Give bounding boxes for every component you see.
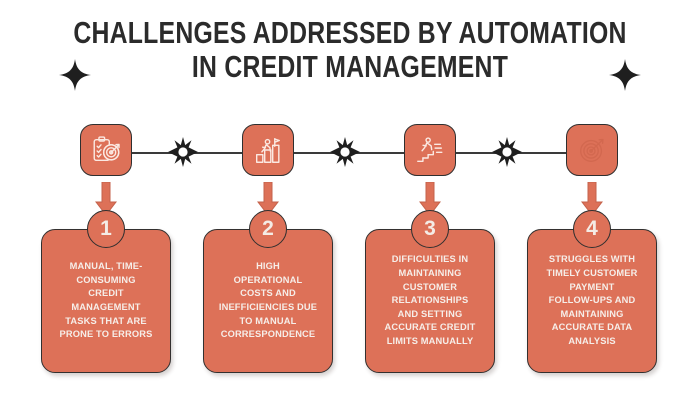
step-icon-tile-2[interactable] — [242, 124, 294, 176]
step-card-text-3: DIFFICULTIES IN MAINTAINING CUSTOMER REL… — [384, 254, 476, 346]
step-icon-tile-1[interactable] — [80, 124, 132, 176]
step-card-3[interactable]: DIFFICULTIES IN MAINTAINING CUSTOMER REL… — [365, 229, 495, 373]
step-card-text-2: HIGH OPERATIONAL COSTS AND INEFFICIENCIE… — [218, 261, 318, 340]
starburst-node-icon — [168, 137, 198, 167]
step-card-2[interactable]: HIGH OPERATIONAL COSTS AND INEFFICIENCIE… — [203, 229, 333, 373]
title-line-2: IN CREDIT MANAGEMENT — [191, 49, 509, 84]
title-line-1: CHALLENGES ADDRESSED BY AUTOMATION — [73, 15, 627, 50]
step-card-text-4: STRUGGLES WITH TIMELY CUSTOMER PAYMENT F… — [546, 254, 638, 346]
step-icon-tile-4[interactable] — [566, 124, 618, 176]
page-title: CHALLENGES ADDRESSED BY AUTOMATION IN CR… — [0, 16, 700, 84]
step-card-4[interactable]: STRUGGLES WITH TIMELY CUSTOMER PAYMENT F… — [527, 229, 657, 373]
step-number-badge-2: 2 — [249, 210, 287, 248]
down-arrow-icon — [580, 181, 604, 216]
step-number-badge-4: 4 — [573, 210, 611, 248]
step-number-badge-1: 1 — [87, 210, 125, 248]
step-icon-tile-3[interactable] — [404, 124, 456, 176]
person-climbing-stairs-icon — [414, 134, 446, 166]
down-arrow-icon — [418, 181, 442, 216]
clipboard-target-icon — [90, 134, 122, 166]
target-arrow-icon — [576, 134, 608, 166]
sparkle-star-icon — [608, 58, 642, 92]
step-card-text-1: MANUAL, TIME- CONSUMING CREDIT MANAGEMEN… — [59, 261, 153, 340]
sparkle-star-icon — [58, 58, 92, 92]
starburst-node-icon — [492, 137, 522, 167]
step-card-1[interactable]: MANUAL, TIME- CONSUMING CREDIT MANAGEMEN… — [41, 229, 171, 373]
down-arrow-icon — [256, 181, 280, 216]
down-arrow-icon — [94, 181, 118, 216]
starburst-node-icon — [330, 137, 360, 167]
step-number-badge-3: 3 — [411, 210, 449, 248]
person-climbing-bar-chart-flag-icon — [252, 134, 284, 166]
